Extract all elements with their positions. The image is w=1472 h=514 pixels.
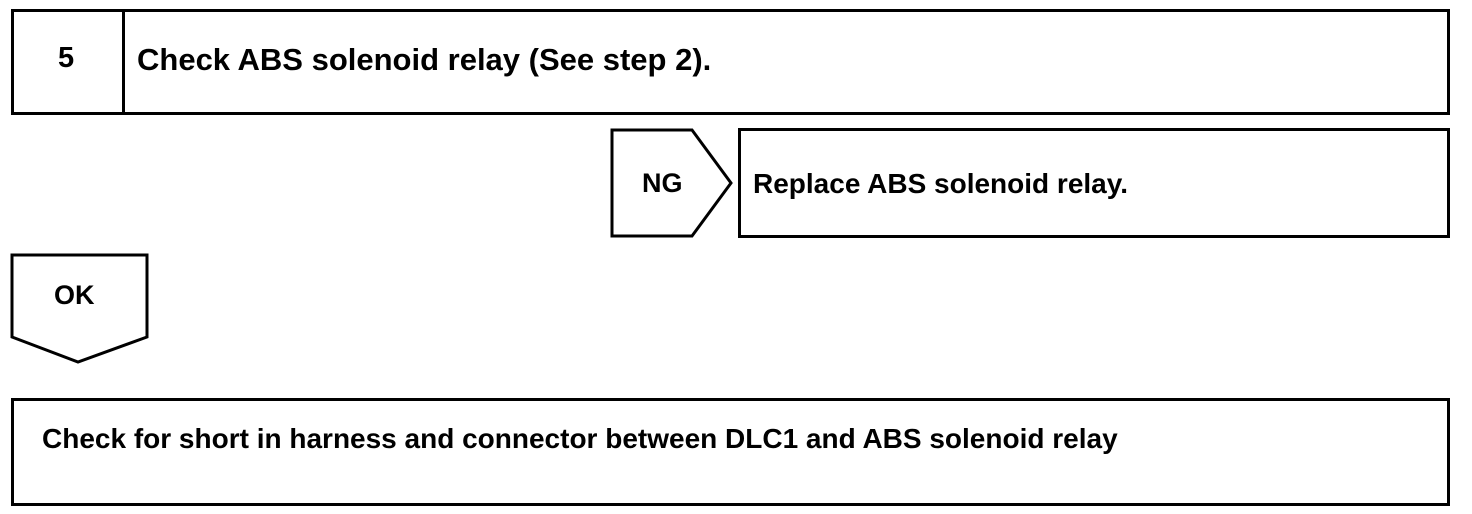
step-divider (122, 9, 125, 115)
ng-action-text: Replace ABS solenoid relay. (753, 168, 1129, 199)
next-step-box (11, 398, 1450, 506)
step-number: 5 (58, 42, 75, 74)
ng-arrow-shape (610, 128, 733, 238)
ng-label: NG (642, 168, 683, 198)
next-step-text: Check for short in harness and connector… (42, 423, 1118, 454)
ok-arrow-shape (10, 253, 149, 364)
step-header-box (11, 9, 1450, 115)
ng-action-box (738, 128, 1450, 238)
ok-label: OK (54, 280, 95, 310)
step-title: Check ABS solenoid relay (See step 2). (137, 42, 712, 77)
